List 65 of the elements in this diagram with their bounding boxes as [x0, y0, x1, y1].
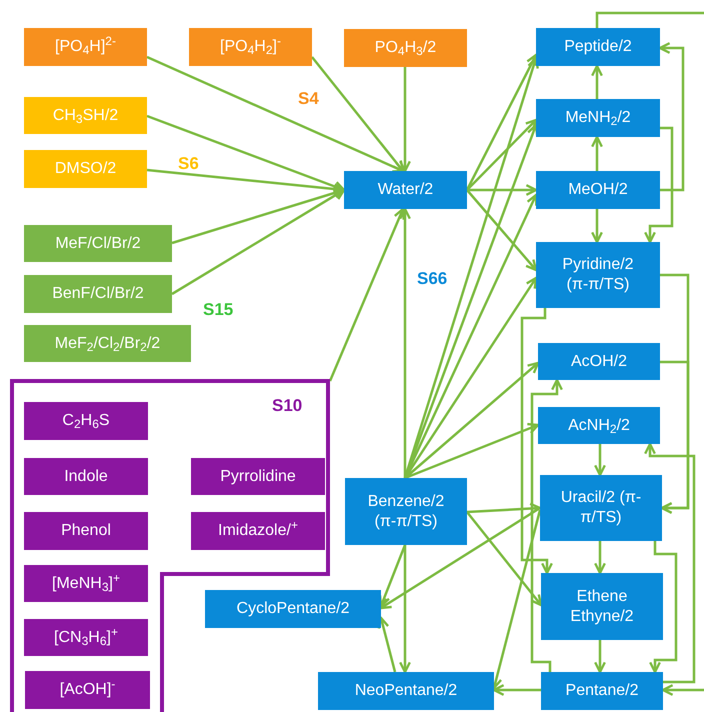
- arrow: [378, 616, 396, 672]
- molecule-box: MeOH/2: [536, 171, 660, 209]
- arrow: [399, 67, 411, 172]
- molecule-box: [PO$_{4}$H]$^{2-}$: [24, 28, 147, 66]
- arrow: [399, 545, 411, 674]
- molecule-box: CycloPentane/2: [205, 590, 381, 628]
- set-label: S6: [178, 153, 199, 175]
- set-label: S4: [298, 88, 319, 110]
- molecule-box: Phenol: [24, 512, 148, 550]
- arrow: [520, 308, 553, 574]
- arrow: [658, 42, 684, 192]
- arrow: [591, 136, 603, 171]
- arrow: [466, 118, 538, 191]
- molecule-box: AcOH/2: [538, 343, 660, 380]
- arrow: [594, 541, 606, 574]
- arrow: [591, 209, 603, 244]
- arrow: [594, 444, 606, 476]
- arrow: [171, 188, 346, 296]
- arrow: [530, 378, 563, 672]
- arrow: [404, 422, 540, 480]
- arrow: [404, 124, 538, 478]
- arrow: [591, 64, 603, 99]
- arrow: [594, 640, 606, 674]
- molecule-box: Pyrrolidine: [191, 458, 325, 495]
- set-label: S66: [417, 268, 448, 290]
- arrow: [404, 194, 538, 479]
- molecule-box: [MeNH$_{3}$]$^{+}$: [24, 565, 148, 602]
- arrow: [644, 126, 674, 244]
- arrow: [644, 442, 696, 684]
- molecule-box: C$_{2}$H$_{6}$S: [24, 402, 148, 440]
- molecule-box: CH$_{3}$SH/2: [24, 97, 147, 134]
- molecule-box: Pentane/2: [541, 672, 663, 710]
- molecule-box: [AcOH]$^{-}$: [25, 671, 150, 709]
- molecule-box: Ethene Ethyne/2: [541, 573, 663, 640]
- molecule-box: Indole: [24, 458, 148, 495]
- molecule-box: [PO$_{4}$H$_{2}$]$^{-}$: [189, 28, 312, 66]
- molecule-box: Imidazole/$^{+}$: [191, 512, 325, 550]
- molecule-box: MeF/Cl/Br/2: [24, 225, 172, 262]
- molecule-box: DMSO/2: [24, 150, 147, 188]
- group-label: S10: [272, 395, 302, 417]
- molecule-box: BenF/Cl/Br/2: [24, 275, 172, 313]
- molecule-box: Peptide/2: [536, 28, 660, 66]
- molecule-box: PO$_{4}$H$_{3}$/2: [344, 29, 467, 67]
- molecule-box: Pyridine/2 (π-π/TS): [536, 242, 660, 308]
- arrow: [662, 684, 704, 696]
- arrow: [466, 502, 542, 515]
- set-label: S15: [203, 299, 234, 321]
- molecule-box: Water/2: [344, 171, 467, 209]
- molecule-box: AcNH$_{2}$/2: [538, 407, 660, 444]
- molecule-box: Benzene/2 (π-π/TS): [345, 478, 467, 545]
- arrow: [492, 684, 541, 696]
- molecule-box: NeoPentane/2: [318, 672, 494, 710]
- molecule-box: MeNH$_{2}$/2: [536, 99, 660, 137]
- molecule-box: MeF$_{2}$/Cl$_{2}$/Br$_{2}$/2: [24, 325, 191, 362]
- arrow: [328, 208, 405, 382]
- arrow: [311, 56, 404, 172]
- arrow: [467, 184, 538, 196]
- arrow: [399, 208, 411, 478]
- arrow: [660, 360, 690, 514]
- arrow: [649, 541, 678, 674]
- arrow: [466, 189, 538, 272]
- molecule-box: [CN$_{3}$H$_{6}$]$^{+}$: [24, 619, 148, 656]
- molecule-box: Uracil/2 (π-π/TS): [540, 475, 662, 541]
- arrow: [466, 511, 542, 606]
- arrow: [380, 506, 541, 610]
